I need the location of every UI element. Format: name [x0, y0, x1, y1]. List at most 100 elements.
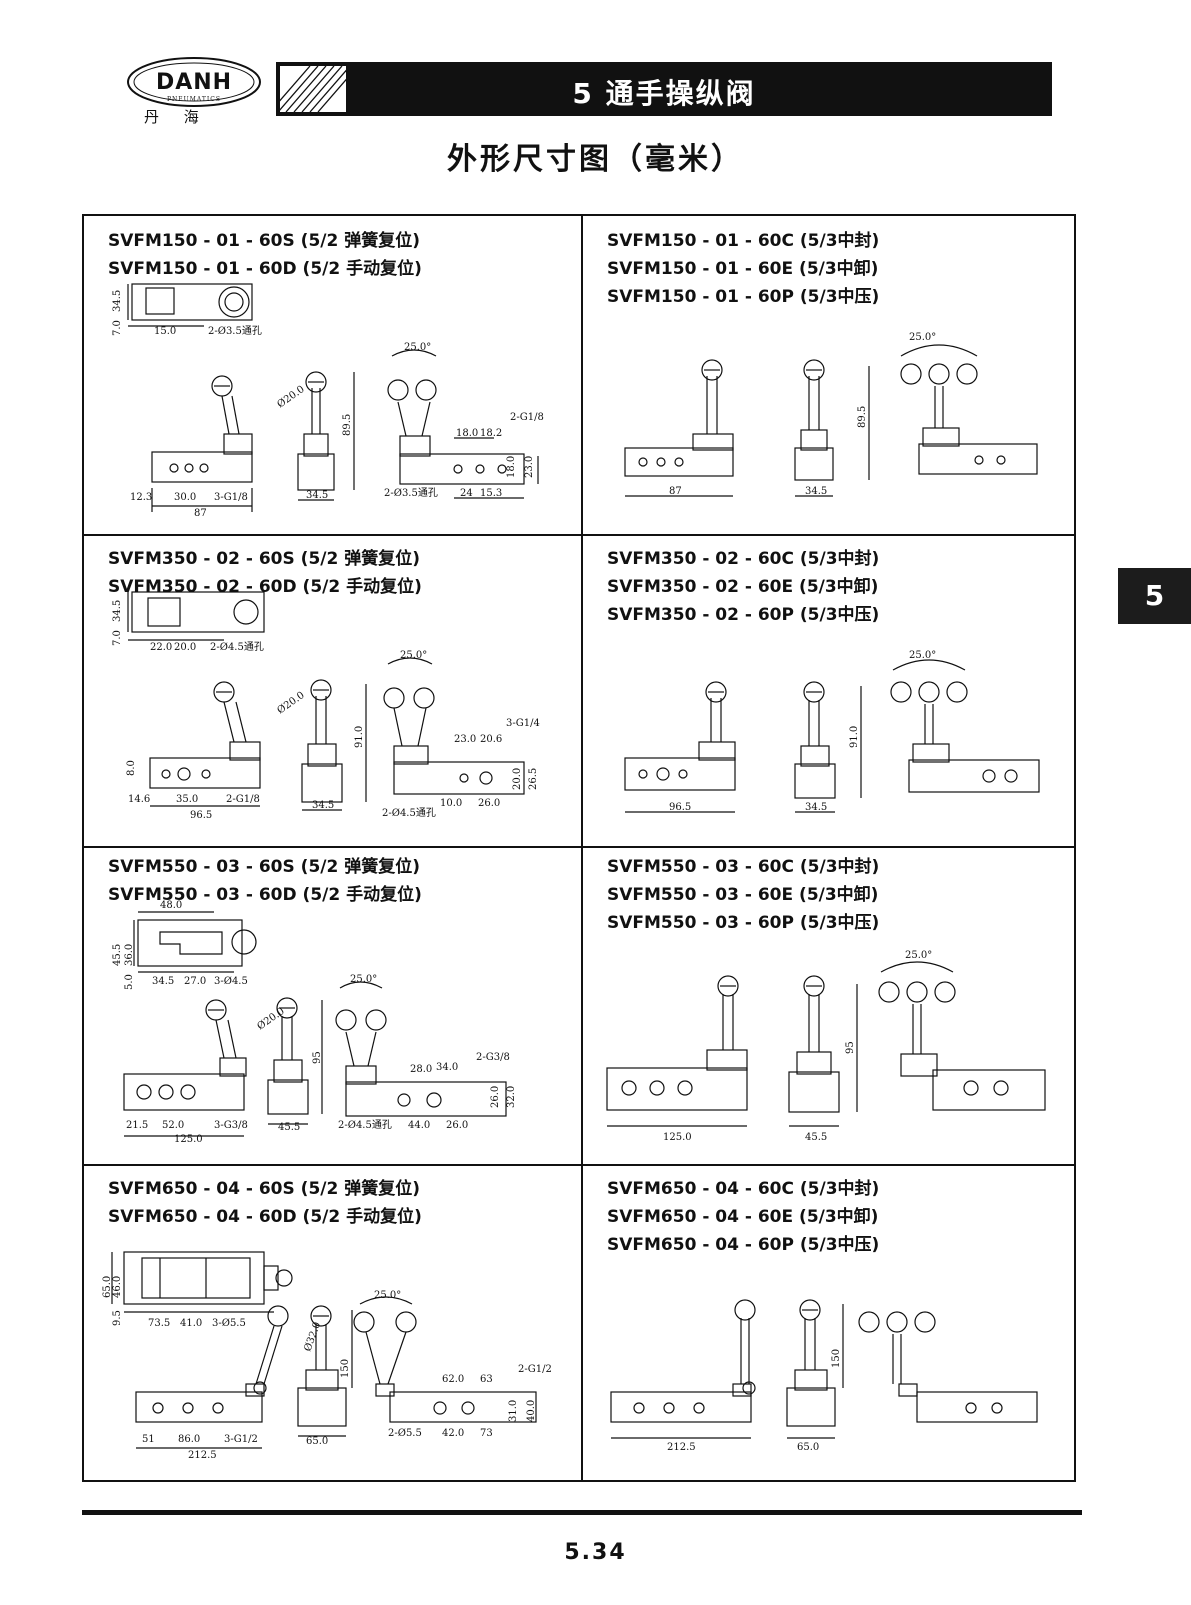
svg-text:86.0: 86.0 [178, 1434, 200, 1445]
svg-text:3-Ø4.5: 3-Ø4.5 [214, 976, 248, 987]
svg-text:9.5: 9.5 [112, 1310, 123, 1326]
cell-svfm550-52: SVFM550 - 03 - 60S (5/2 弹簧复位) SVFM550 - … [84, 846, 581, 1164]
model-code: SVFM550 - 03 - 60D (5/2 手动复位) [108, 885, 422, 905]
svg-text:48.0: 48.0 [160, 900, 182, 911]
svg-text:73.5: 73.5 [148, 1318, 170, 1329]
logo-subtext: PNEUMATICS [167, 96, 221, 103]
svg-text:26.0: 26.0 [446, 1120, 468, 1131]
svg-text:18.0: 18.0 [506, 456, 517, 478]
svg-text:27.0: 27.0 [184, 976, 206, 987]
svg-text:73: 73 [480, 1428, 493, 1439]
svg-text:3-G1/2: 3-G1/2 [224, 1434, 258, 1445]
svg-text:14.6: 14.6 [128, 794, 150, 805]
svg-text:20.6: 20.6 [480, 734, 502, 745]
svg-text:2-Ø4.5通孔: 2-Ø4.5通孔 [210, 641, 264, 653]
svg-text:40.0: 40.0 [526, 1400, 537, 1422]
svg-text:26.0: 26.0 [490, 1086, 501, 1108]
svg-text:34.5: 34.5 [312, 800, 334, 811]
svg-text:125.0: 125.0 [174, 1134, 203, 1145]
svg-text:3-G1/8: 3-G1/8 [214, 492, 248, 503]
svg-text:35.0: 35.0 [176, 794, 198, 805]
model-code: SVFM550 - 03 - 60C (5/3中封) [607, 857, 880, 877]
model-code: SVFM650 - 04 - 60E (5/3中卸) [607, 1207, 879, 1227]
model-code: SVFM550 - 03 - 60S (5/2 弹簧复位) [108, 857, 421, 877]
svg-text:25.0°: 25.0° [400, 650, 427, 661]
svg-text:5.0: 5.0 [124, 974, 135, 990]
svg-text:12.3: 12.3 [130, 492, 152, 503]
danh-logo: DANH PNEUMATICS [127, 57, 261, 107]
svg-text:44.0: 44.0 [408, 1120, 430, 1131]
svg-text:52.0: 52.0 [162, 1120, 184, 1131]
page-number: 5.34 [564, 1540, 627, 1565]
svg-text:87: 87 [669, 486, 682, 497]
svg-text:41.0: 41.0 [180, 1318, 202, 1329]
svg-text:8.0: 8.0 [126, 760, 137, 776]
svg-text:2-Ø3.5通孔: 2-Ø3.5通孔 [208, 325, 262, 337]
svg-text:91.0: 91.0 [849, 726, 860, 748]
svg-text:3-G1/4: 3-G1/4 [506, 718, 540, 729]
svg-text:51: 51 [142, 1434, 155, 1445]
svg-text:2-Ø4.5通孔: 2-Ø4.5通孔 [338, 1119, 392, 1131]
svg-text:21.5: 21.5 [126, 1120, 148, 1131]
svg-text:45.5: 45.5 [278, 1122, 300, 1133]
chapter-banner: 5 通手操纵阀 [276, 62, 1052, 116]
svg-text:212.5: 212.5 [188, 1450, 217, 1461]
svg-text:20.0: 20.0 [174, 642, 196, 653]
svg-text:125.0: 125.0 [663, 1132, 692, 1143]
svg-text:150: 150 [340, 1359, 351, 1378]
dimension-drawing: 34.5 7.0 22.0 20.0 2-Ø4.5通孔 8.0 14.6 35.… [112, 591, 540, 821]
svg-text:65.0: 65.0 [797, 1442, 819, 1453]
model-code: SVFM150 - 01 - 60S (5/2 弹簧复位) [108, 231, 421, 251]
svg-text:212.5: 212.5 [667, 1442, 696, 1453]
svg-text:34.5: 34.5 [805, 486, 827, 497]
svg-text:24: 24 [460, 488, 473, 499]
cell-svfm150-53: SVFM150 - 01 - 60C (5/3中封) SVFM150 - 01 … [581, 216, 1074, 534]
svg-text:95: 95 [312, 1051, 323, 1064]
svg-text:2-Ø5.5: 2-Ø5.5 [388, 1428, 422, 1439]
svg-text:10.0: 10.0 [440, 798, 462, 809]
chapter-side-tab: 5 [1118, 568, 1191, 624]
logo-text: DANH [156, 70, 232, 95]
dimension-drawing: 48.0 45.5 36.0 5.0 34.5 27.0 3-Ø4.5 21.5… [112, 900, 517, 1145]
svg-text:96.5: 96.5 [190, 810, 212, 821]
model-code: SVFM350 - 02 - 60S (5/2 弹簧复位) [108, 549, 421, 569]
svg-text:63: 63 [480, 1374, 493, 1385]
svg-text:2-G1/8: 2-G1/8 [510, 412, 544, 423]
svg-text:2-G1/8: 2-G1/8 [226, 794, 260, 805]
brand-name-cn: 丹 海 [144, 108, 209, 126]
svg-text:32.0: 32.0 [506, 1086, 517, 1108]
svg-text:65.0: 65.0 [102, 1276, 113, 1298]
model-code: SVFM350 - 02 - 60C (5/3中封) [607, 549, 880, 569]
svg-text:28.0: 28.0 [410, 1064, 432, 1075]
model-code: SVFM650 - 04 - 60P (5/3中压) [607, 1235, 880, 1255]
svg-text:18.2: 18.2 [480, 428, 502, 439]
svg-text:7.0: 7.0 [112, 320, 123, 336]
svg-text:2-Ø4.5通孔: 2-Ø4.5通孔 [382, 807, 436, 819]
model-code: SVFM650 - 04 - 60C (5/3中封) [607, 1179, 880, 1199]
svg-text:23.0: 23.0 [524, 456, 535, 478]
svg-text:45.5: 45.5 [112, 944, 123, 966]
svg-text:15.3: 15.3 [480, 488, 502, 499]
svg-text:96.5: 96.5 [669, 802, 691, 813]
svg-text:95: 95 [845, 1041, 856, 1054]
svg-text:2-Ø3.5通孔: 2-Ø3.5通孔 [384, 487, 438, 499]
svg-text:20.0: 20.0 [512, 768, 523, 790]
svg-text:Ø20.0: Ø20.0 [275, 690, 306, 716]
model-code: SVFM550 - 03 - 60P (5/3中压) [607, 913, 880, 933]
dimension-grid: SVFM150 - 01 - 60S (5/2 弹簧复位) SVFM150 - … [82, 214, 1076, 1482]
dimension-drawing: 25.0° 91.0 96.5 34.5 [624, 650, 1040, 813]
svg-text:46.0: 46.0 [112, 1276, 123, 1298]
cell-svfm550-53: SVFM550 - 03 - 60C (5/3中封) SVFM550 - 03 … [581, 846, 1074, 1164]
dimension-drawing: 25.0° 89.5 87 34.5 [624, 332, 1038, 497]
cell-svfm350-53: SVFM350 - 02 - 60C (5/3中封) SVFM350 - 02 … [581, 534, 1074, 846]
svg-text:25.0°: 25.0° [404, 342, 431, 353]
svg-text:26.0: 26.0 [478, 798, 500, 809]
model-code: SVFM550 - 03 - 60E (5/3中卸) [607, 885, 879, 905]
svg-text:87: 87 [194, 508, 207, 519]
svg-text:22.0: 22.0 [150, 642, 172, 653]
model-code: SVFM150 - 01 - 60P (5/3中压) [607, 287, 880, 307]
svg-text:25.0°: 25.0° [909, 332, 936, 343]
dimension-drawing: 65.0 46.0 9.5 73.5 41.0 3-Ø5.5 51 86.0 3… [102, 1251, 552, 1461]
svg-text:42.0: 42.0 [442, 1428, 464, 1439]
svg-text:34.5: 34.5 [112, 290, 123, 312]
